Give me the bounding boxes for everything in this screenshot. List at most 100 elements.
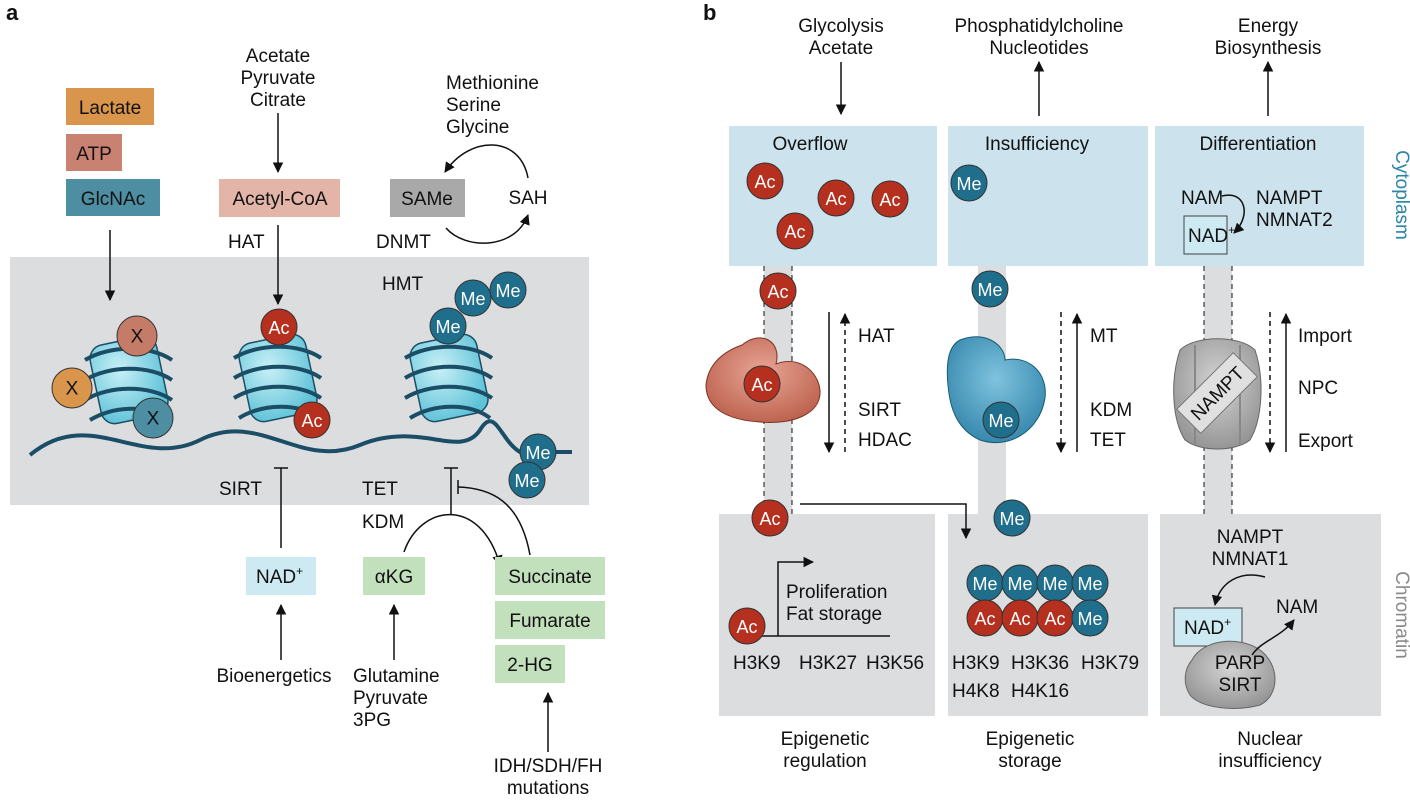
akg-to-succinate-arrow [403, 513, 503, 567]
nuc-ins-caption-2: insufficiency [1218, 751, 1322, 772]
ac-mark-top: Ac [260, 308, 298, 346]
h3k56-text: H3K56 [866, 653, 924, 674]
nucleosome-3 [403, 333, 494, 423]
glcnac-box: GlcNAc [66, 179, 160, 216]
svg-text:Ac: Ac [301, 411, 322, 431]
h3k9-reg-text: H3K9 [733, 653, 781, 674]
epi-sto-caption-2: storage [998, 751, 1061, 772]
svg-text:Me: Me [1077, 609, 1102, 629]
svg-text:Me: Me [972, 574, 997, 594]
me-mark-dna-2: Me [508, 461, 546, 499]
sirt-nuc-text: SIRT [1219, 675, 1262, 696]
nam-to-nad-arrow-nuc [1211, 574, 1266, 607]
svg-text:Ac: Ac [767, 282, 788, 302]
panel-a: a Lactate ATP GlcNAc Acetate Pyruvate Ci… [6, 0, 605, 799]
h4k8-text: H4K8 [952, 681, 1000, 702]
epi-reg-caption-1: Epigenetic [781, 729, 870, 750]
svg-text:Succinate: Succinate [508, 567, 591, 588]
akg-box: αKG [363, 557, 425, 595]
svg-text:Ac: Ac [825, 189, 846, 209]
nampt-text-cyto: NAMPT [1256, 188, 1323, 209]
npc-label: NPC [1298, 378, 1338, 399]
same-box: SAMe [390, 179, 465, 217]
sah-text: SAH [508, 188, 547, 209]
me-storage-4: Me [1071, 564, 1109, 602]
svg-text:Ac: Ac [974, 609, 995, 629]
hmt-label: HMT [382, 274, 424, 295]
kdm-label: KDM [362, 512, 404, 533]
me-storage-2: Me [1001, 564, 1039, 602]
ac-transfer-arrow [800, 503, 972, 540]
svg-text:GlcNAc: GlcNAc [81, 189, 145, 210]
atp-box: ATP [66, 134, 122, 171]
lactate-box: Lactate [66, 88, 154, 125]
sirt-b-label: SIRT [858, 400, 901, 421]
svg-text:Ac: Ac [268, 318, 289, 338]
export-label: Export [1298, 431, 1354, 452]
svg-text:Me: Me [999, 509, 1024, 529]
me-channel-top: Me [971, 270, 1009, 308]
tet-b-label: TET [1090, 430, 1126, 451]
nad-box-cyto: NAD+ [1183, 215, 1235, 255]
same-to-sah-arrow [445, 214, 530, 244]
ac-boundary: Ac [751, 499, 789, 537]
nampt-nuc-text: NAMPT [1217, 527, 1284, 548]
h3k27-text: H3K27 [799, 653, 857, 674]
proliferation-text: Proliferation [786, 582, 887, 603]
3pg-text: 3PG [353, 710, 391, 731]
h4k16-text: H4K16 [1011, 681, 1069, 702]
me-mark-dna-1: Me [519, 433, 557, 471]
h3k36-text: H3K36 [1011, 653, 1069, 674]
x-mark-blue: X [132, 397, 174, 439]
transcription-arrow [777, 556, 815, 636]
svg-text:Ac: Ac [784, 222, 805, 242]
ac-overflow-3: Ac [871, 180, 909, 218]
differentiation-title: Differentiation [1200, 134, 1317, 155]
glutamine-text: Glutamine [353, 666, 440, 687]
svg-text:X: X [131, 327, 144, 348]
succinate-box: Succinate [495, 557, 605, 595]
acetate-b-text: Acetate [809, 38, 873, 59]
h3k79-text: H3K79 [1081, 653, 1139, 674]
parp-sirt-blob [1184, 640, 1276, 709]
nam-to-nad-arrow-cyto [1221, 194, 1245, 234]
methionine-text: Methionine [446, 73, 539, 94]
sirt-label: SIRT [219, 479, 262, 500]
svg-text:Me: Me [514, 471, 539, 491]
pyruvate2-text: Pyruvate [353, 688, 428, 709]
serine-text: Serine [446, 95, 501, 116]
epi-sto-caption-1: Epigenetic [986, 729, 1075, 750]
ac-storage-3: Ac [1036, 599, 1074, 637]
nuc-ins-caption-1: Nuclear [1237, 729, 1303, 750]
svg-text:X: X [147, 409, 160, 430]
mt-enzyme-blob [946, 336, 1046, 444]
nad-to-nam-arrow-nuc [1251, 619, 1295, 656]
glycolysis-text: Glycolysis [798, 16, 884, 37]
me-mark-2: Me [454, 279, 492, 317]
svg-text:Me: Me [988, 411, 1013, 431]
ac-storage-2: Ac [1001, 599, 1039, 637]
ac-mark-side: Ac [293, 401, 331, 439]
svg-text:Lactate: Lactate [79, 98, 141, 119]
glycine-text: Glycine [446, 117, 509, 138]
overflow-title: Overflow [773, 134, 848, 155]
me-mark-1: Me [429, 307, 467, 345]
svg-text:Me: Me [1077, 574, 1102, 594]
me-in-mt: Me [982, 401, 1020, 439]
acetyl-coa-box: Acetyl-CoA [219, 179, 340, 217]
ac-gene: Ac [728, 607, 766, 645]
biosynthesis-text: Biosynthesis [1215, 38, 1322, 59]
ac-overflow-1: Ac [746, 162, 784, 200]
hat-b-label: HAT [858, 326, 895, 347]
parp-text: PARP [1215, 653, 1265, 674]
me-storage-3: Me [1036, 564, 1074, 602]
tet-label: TET [362, 479, 398, 500]
svg-text:NAD+: NAD+ [1184, 615, 1231, 639]
ac-storage-1: Ac [966, 599, 1004, 637]
svg-text:NAD+: NAD+ [256, 564, 303, 588]
fat-storage-text: Fat storage [786, 604, 882, 625]
mt-label: MT [1090, 326, 1118, 347]
mutations-text-1: IDH/SDH/FH [494, 756, 603, 777]
svg-text:Ac: Ac [1009, 609, 1030, 629]
svg-text:Ac: Ac [759, 509, 780, 529]
